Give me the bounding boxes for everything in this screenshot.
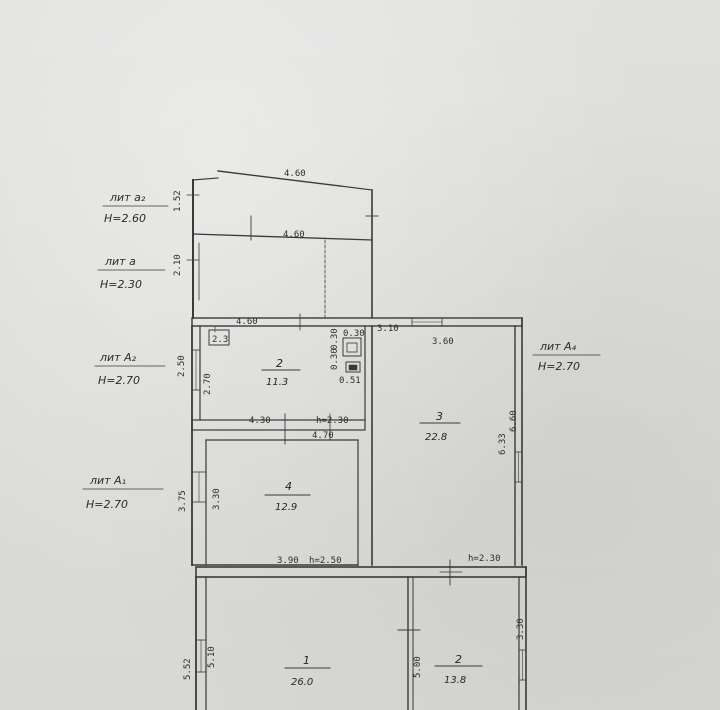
dim-390: 3.90 bbox=[277, 556, 299, 566]
dim-oven-c: 0.30 bbox=[330, 348, 340, 370]
dim-375: 3.75 bbox=[178, 490, 188, 512]
dim-h230: h=2.30 bbox=[316, 416, 349, 426]
dim-oven-d: 0.30 bbox=[330, 328, 340, 350]
dim-430: 4.30 bbox=[249, 416, 271, 426]
room-area-3: 22.8 bbox=[425, 432, 447, 443]
room-underlines bbox=[261, 369, 483, 669]
dim-633: 6.33 bbox=[498, 433, 508, 455]
house-walls-top bbox=[191, 313, 523, 566]
dim-660: 6.60 bbox=[509, 410, 519, 432]
room-number-1: 1 bbox=[303, 654, 310, 667]
label-h-A4: Н=2.70 bbox=[538, 360, 580, 373]
house-walls-bottom bbox=[195, 559, 527, 710]
label-lit-a: лит а bbox=[104, 255, 136, 268]
room-number-3: 3 bbox=[436, 410, 443, 423]
dim-310: 3.10 bbox=[377, 324, 399, 334]
dim-210: 2.10 bbox=[173, 254, 183, 276]
room-number-4: 4 bbox=[285, 480, 292, 493]
label-h-a: Н=2.30 bbox=[100, 278, 142, 291]
room-area-4: 12.9 bbox=[275, 502, 297, 513]
dim-oven-b: 0.51 bbox=[339, 376, 361, 386]
dim-h230-b: h=2.30 bbox=[468, 554, 501, 564]
room-number-2: 2 bbox=[276, 357, 283, 370]
veranda-a2-walls bbox=[186, 170, 379, 319]
label-lit-A4: лит А₄ bbox=[539, 340, 577, 353]
label-leaders bbox=[82, 205, 601, 490]
litera-labels: лит а₂ Н=2.60 лит а Н=2.30 лит А₂ Н=2.70… bbox=[86, 191, 580, 511]
dim-stove-box: 2.3 bbox=[212, 335, 228, 345]
room-number-2b: 2 bbox=[455, 653, 462, 666]
dim-510: 5.10 bbox=[207, 646, 217, 668]
dim-330-b: 3.30 bbox=[516, 618, 526, 640]
room-area-1: 26.0 bbox=[291, 677, 313, 688]
dim-470: 4.70 bbox=[312, 431, 334, 441]
label-h-a2: Н=2.60 bbox=[104, 212, 146, 225]
room-area-2b: 13.8 bbox=[444, 675, 466, 686]
dim-460-top: 4.60 bbox=[284, 169, 306, 179]
veranda-a-walls bbox=[186, 233, 200, 319]
dim-552: 5.52 bbox=[183, 658, 193, 680]
dim-460-c: 4.60 bbox=[236, 317, 258, 327]
dim-330: 3.30 bbox=[212, 488, 222, 510]
dim-250: 2.50 bbox=[177, 355, 187, 377]
label-lit-A2: лит А₂ bbox=[99, 351, 137, 364]
room-4-walls bbox=[191, 439, 359, 566]
label-lit-a2: лит а₂ bbox=[109, 191, 146, 204]
dim-460-mid: 4.60 bbox=[283, 230, 305, 240]
dim-h250: h=2.50 bbox=[309, 556, 342, 566]
dimension-labels: 4.60 4.60 1.52 2.10 4.60 3.10 3.60 2.50 … bbox=[173, 169, 526, 680]
label-h-A2: Н=2.70 bbox=[98, 374, 140, 387]
room-area-2: 11.3 bbox=[266, 377, 288, 388]
dim-500: 5.00 bbox=[413, 656, 423, 678]
label-h-A1: Н=2.70 bbox=[86, 498, 128, 511]
dim-oven-a: 0.30 bbox=[343, 329, 365, 339]
dim-270: 2.70 bbox=[203, 373, 213, 395]
label-lit-A1: лит А₁ bbox=[89, 474, 126, 487]
dim-152: 1.52 bbox=[173, 190, 183, 212]
dim-360: 3.60 bbox=[432, 337, 454, 347]
stove-fixtures bbox=[208, 329, 362, 373]
room-labels: 2 11.3 3 22.8 4 12.9 1 26.0 2 13.8 bbox=[266, 357, 466, 688]
